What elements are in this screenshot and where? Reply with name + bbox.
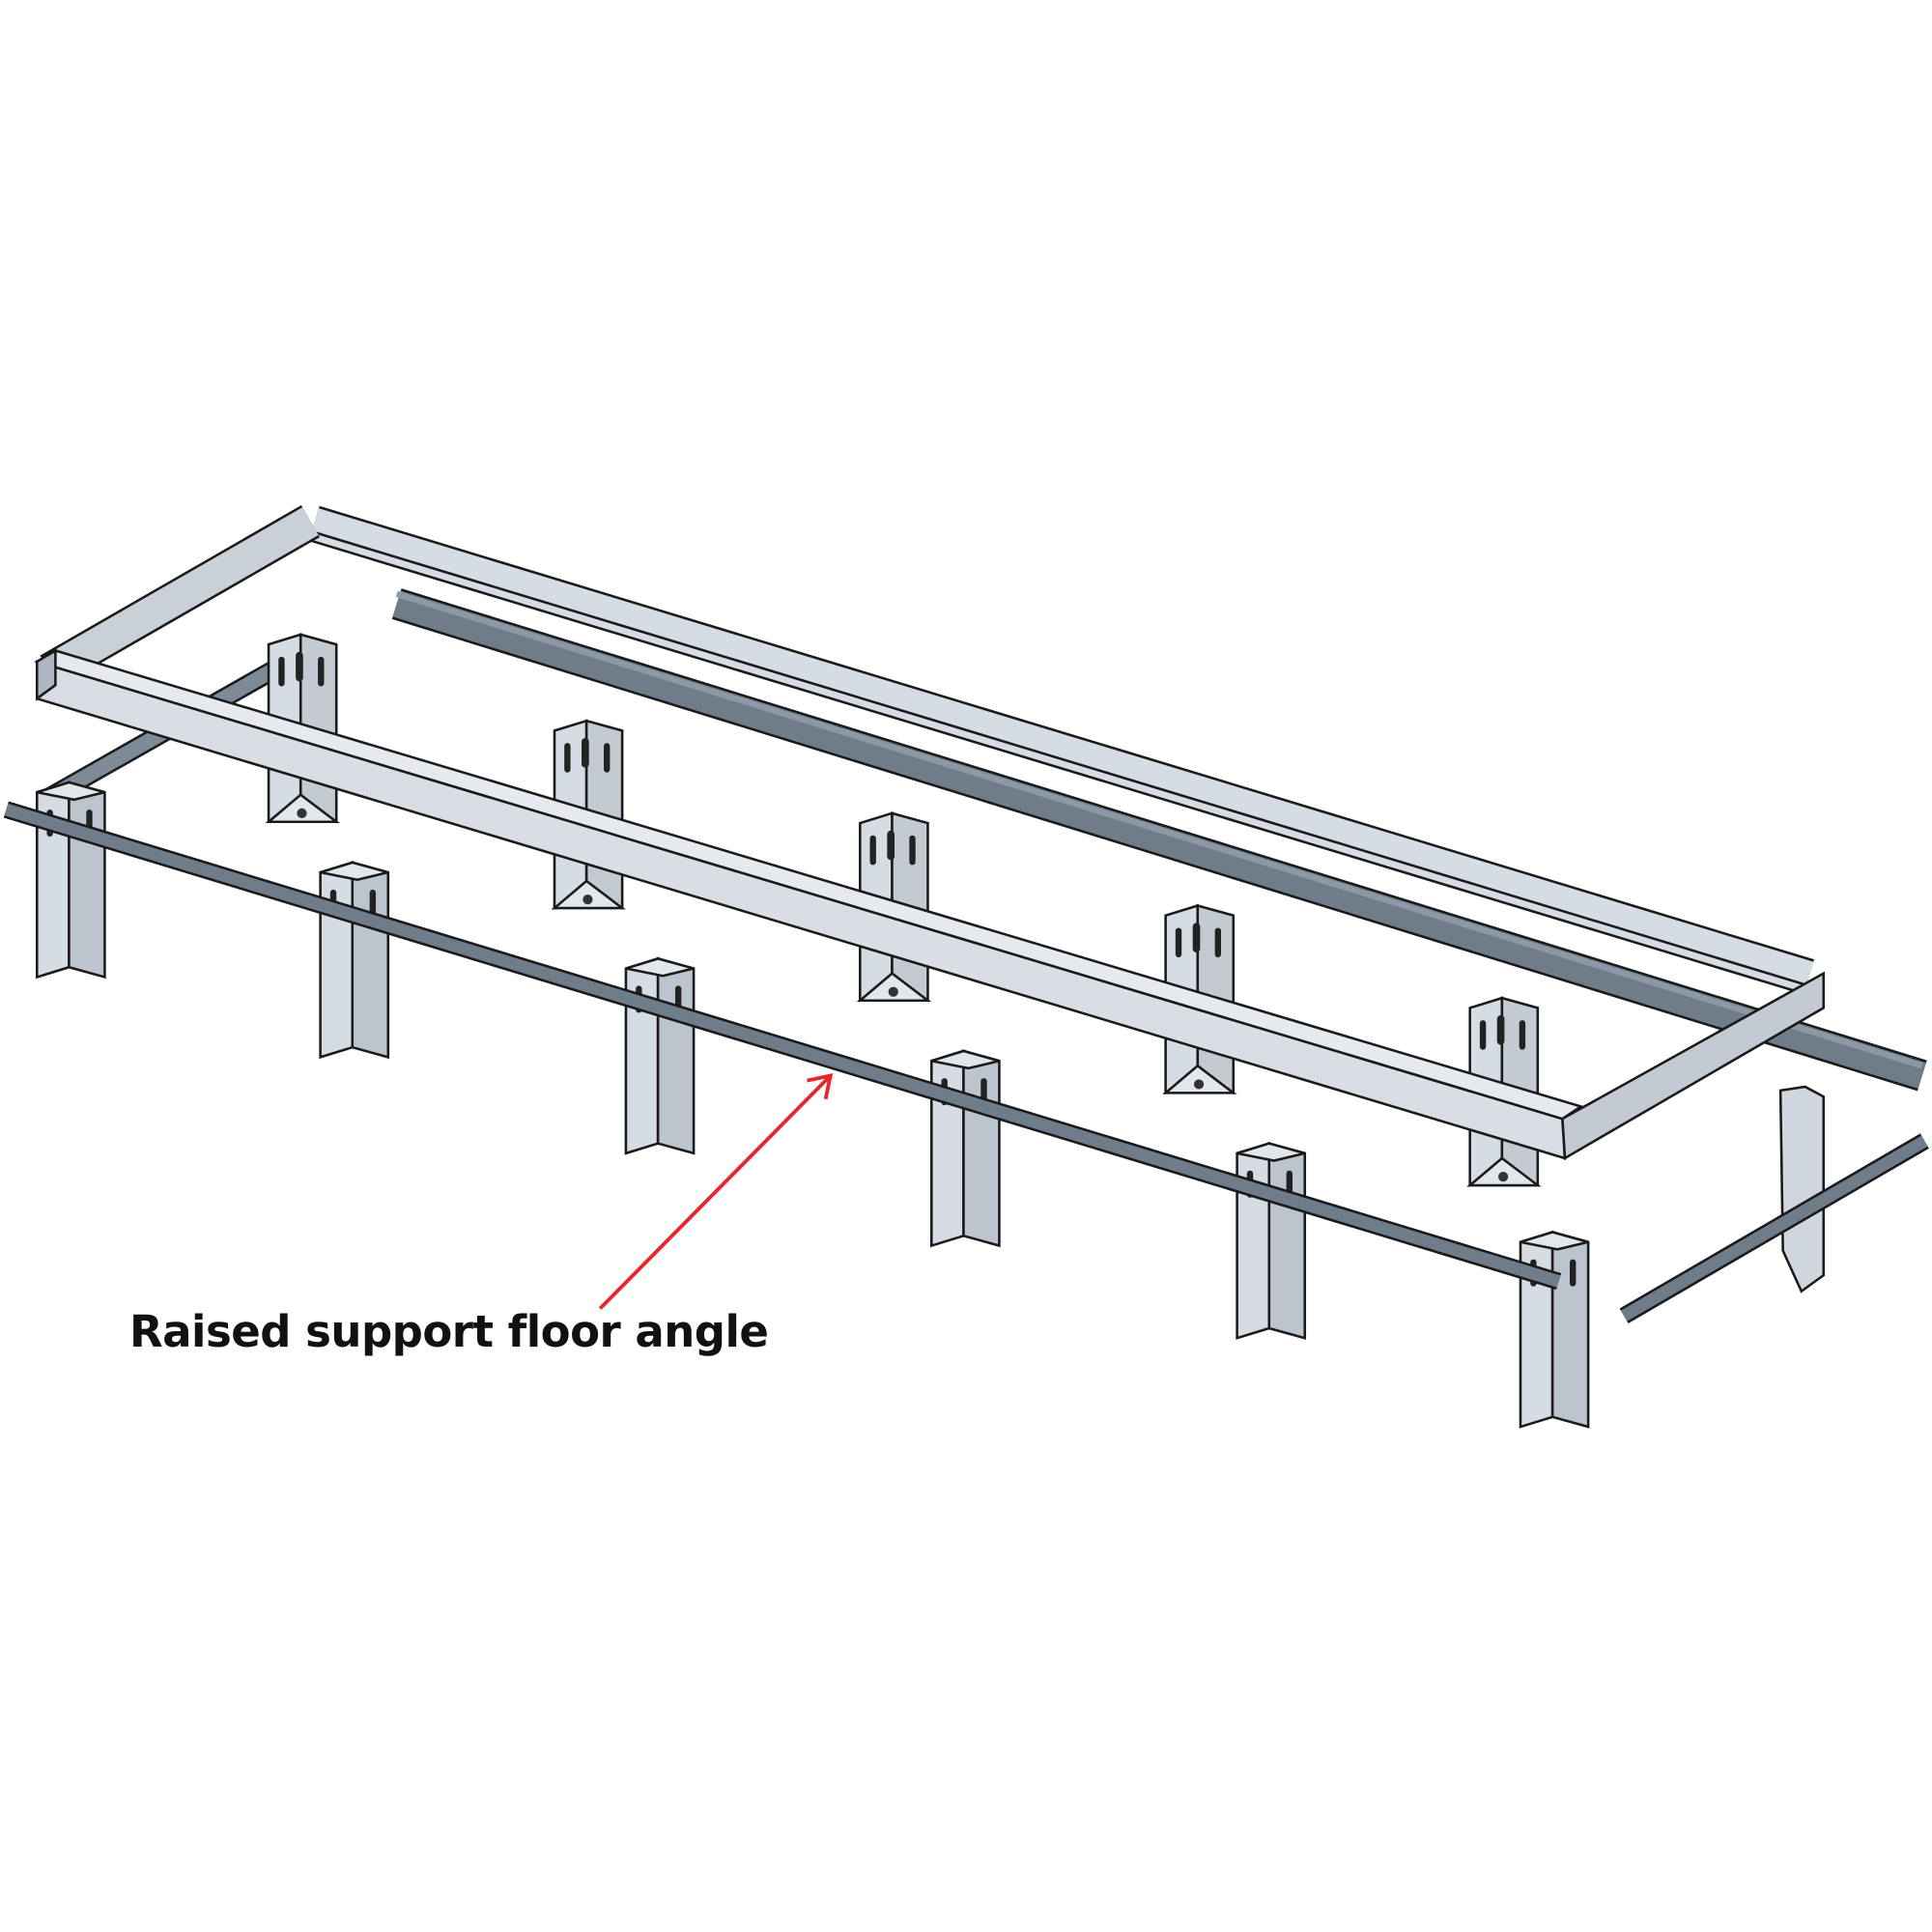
back-floor-angle [391,588,1927,1092]
annotation-label: Raised support floor angle [129,1306,769,1357]
loose-right-angle [1619,1133,1929,1323]
front-post [35,781,106,979]
annotation-arrow [598,1073,834,1310]
raised-support-floor-angle [3,801,1562,1291]
front-post [624,957,696,1155]
top-frame [34,504,1826,1161]
front-post [1519,1231,1590,1429]
front-post [1236,1142,1307,1340]
front-post [319,861,390,1059]
loose-right-post [1778,1085,1826,1293]
front-post [930,1049,1001,1247]
